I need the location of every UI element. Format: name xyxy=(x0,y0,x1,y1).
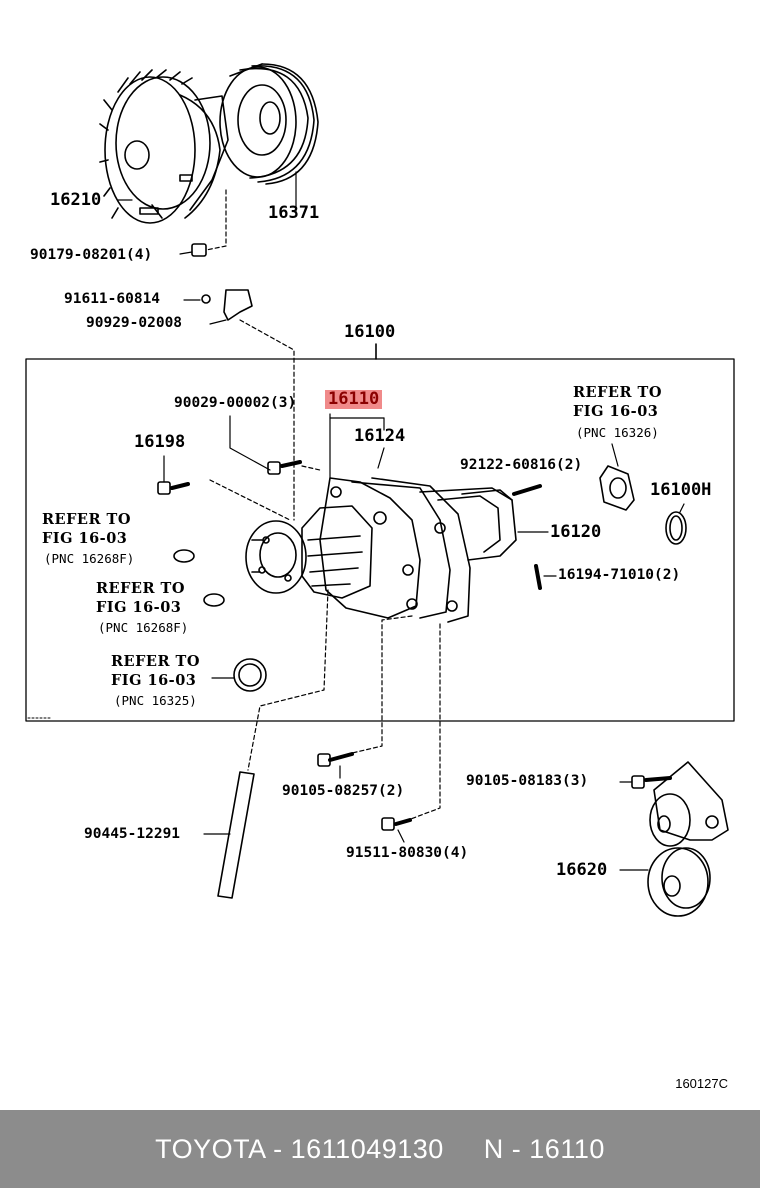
refer-16326-line1: REFER TO xyxy=(573,384,662,401)
refer-16326-line3: (PNC 16326) xyxy=(576,425,659,440)
assembly-frame xyxy=(25,358,735,722)
part-92122-label[interactable]: 92122-60816(2) xyxy=(460,457,583,473)
water-pump-drawing xyxy=(245,477,517,623)
parts-diagram: 16210 16371 90179-08201(4) 91611-60814 9… xyxy=(25,63,735,917)
pulley-drawing xyxy=(219,63,319,185)
part-16210-label[interactable]: 16210 xyxy=(50,190,102,210)
refer-16268f-a-line2[interactable]: FIG 16-03 xyxy=(42,530,128,547)
part-90105-08257-label[interactable]: 90105-08257(2) xyxy=(282,783,405,799)
part-90929-label[interactable]: 90929-02008 xyxy=(86,315,183,331)
part-90179-label[interactable]: 90179-08201(4) xyxy=(30,247,153,263)
footer-bar: TOYOTA - 1611049130 N - 16110 xyxy=(0,1110,760,1188)
tensioner-drawing xyxy=(647,761,729,917)
refer-16268f-b-line2[interactable]: FIG 16-03 xyxy=(96,599,182,616)
part-16194-label[interactable]: 16194-71010(2) xyxy=(558,567,681,583)
part-16124-label[interactable]: 16124 xyxy=(354,426,406,446)
part-90445-label[interactable]: 90445-12291 xyxy=(84,826,181,842)
refer-16268f-a-line3: (PNC 16268F) xyxy=(44,551,135,566)
refer-16325-line1: REFER TO xyxy=(111,653,200,670)
refer-16325-line2[interactable]: FIG 16-03 xyxy=(111,672,197,689)
footer-part-text: TOYOTA - 1611049130 N - 16110 xyxy=(155,1133,605,1164)
refer-16268f-b-line1: REFER TO xyxy=(96,580,185,597)
part-16198-label[interactable]: 16198 xyxy=(134,432,186,452)
part-16100-label[interactable]: 16100 xyxy=(344,322,396,342)
part-90105-08183-label[interactable]: 90105-08183(3) xyxy=(466,773,589,789)
diagram-drawing xyxy=(25,63,735,917)
part-91611-label[interactable]: 91611-60814 xyxy=(64,291,161,307)
part-90029-label[interactable]: 90029-00002(3) xyxy=(174,395,297,411)
refer-16268f-a-line1: REFER TO xyxy=(42,511,131,528)
diagram-code: 160127C xyxy=(675,1076,728,1091)
part-16110-label-highlighted[interactable]: 16110 xyxy=(325,390,383,409)
part-16100h-label[interactable]: 16100H xyxy=(650,480,712,500)
fan-clutch-drawing xyxy=(99,69,229,224)
refer-16325-line3: (PNC 16325) xyxy=(114,693,197,708)
refer-16326-line2[interactable]: FIG 16-03 xyxy=(573,403,659,420)
part-16120-label[interactable]: 16120 xyxy=(550,522,602,542)
part-16620-label[interactable]: 16620 xyxy=(556,860,608,880)
part-16371-label[interactable]: 16371 xyxy=(268,203,320,223)
part-91511-label[interactable]: 91511-80830(4) xyxy=(346,845,469,861)
refer-16268f-b-line3: (PNC 16268F) xyxy=(98,620,189,635)
